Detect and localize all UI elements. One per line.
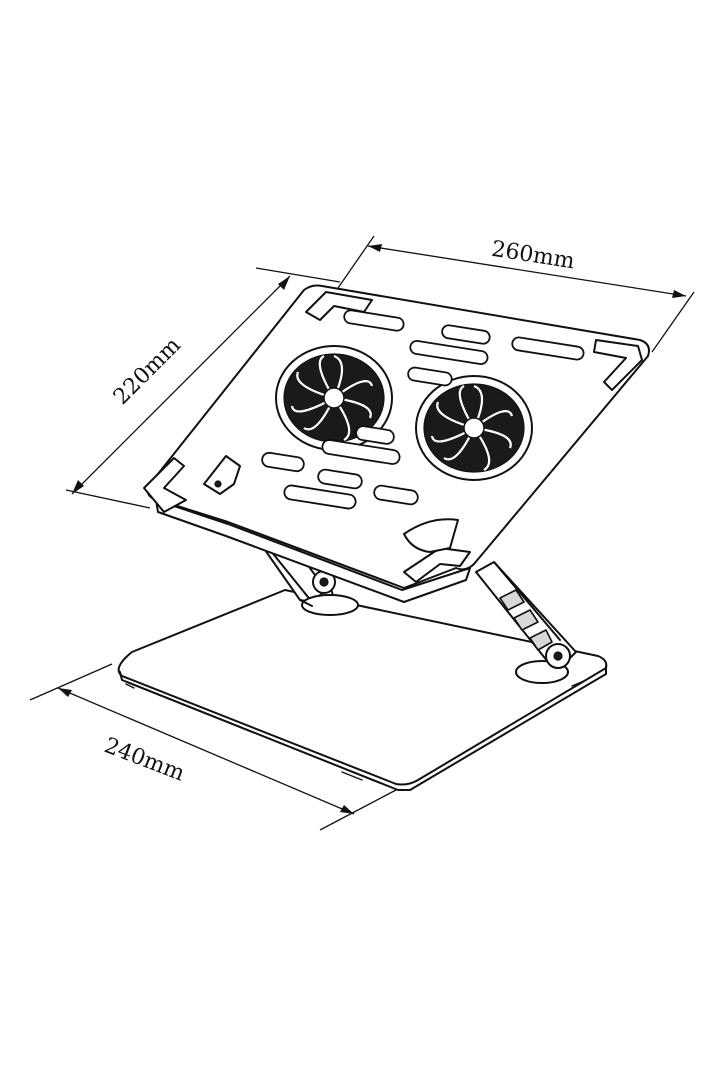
right-hinge-arm: [475, 561, 577, 684]
corner-grip-bottom-right: [403, 518, 471, 583]
base-plate: [117, 589, 608, 791]
vent-slots: [261, 309, 585, 510]
dimension-depth-label: 220mm: [109, 333, 186, 410]
dimension-base-label: 240mm: [101, 733, 188, 786]
fan-right: [415, 375, 533, 481]
corner-grip-top-right: [593, 339, 643, 391]
fan-left: [275, 345, 393, 451]
dimension-width-label: 260mm: [490, 237, 577, 275]
corner-grip-bottom-left: [143, 455, 241, 513]
laptop-tray: [143, 284, 650, 603]
